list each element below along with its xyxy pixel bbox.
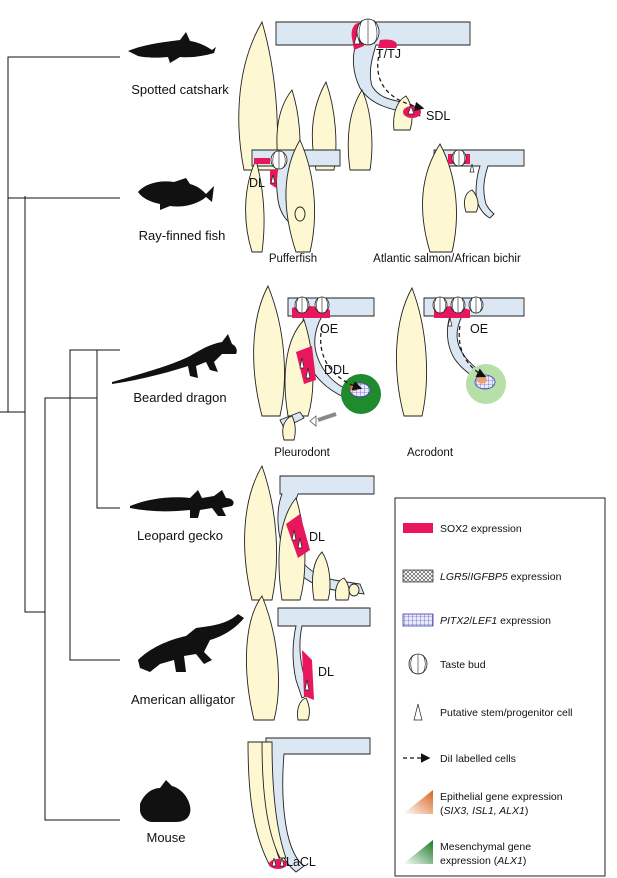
legend-sox2: SOX2 expression [440,523,522,535]
label-dl-fish: DL [249,176,265,190]
epithelial-gradient-icon [403,790,433,814]
stem-cell-icon [413,703,423,721]
gecko-row: Leopard gecko DL [130,464,375,601]
label-mouse: Mouse [146,830,185,845]
label-salmon-bichir: Atlantic salmon/African bichir [373,253,521,265]
lizard-silhouette [112,334,237,384]
fish-silhouette [138,178,214,210]
label-sdl: SDL [426,109,450,123]
mouse-incisor-inner [261,741,287,859]
shark-tooth-4 [347,89,373,171]
label-dl-gecko: DL [309,530,325,544]
pleurodont-tooth-2 [284,319,314,417]
label-leopard-gecko: Leopard gecko [137,528,223,543]
acrodont-tooth [395,286,427,417]
rayfinned-row: Ray-finned fish DL Pufferfish Atlantic s… [138,139,525,265]
salmon-tooth-2 [463,189,479,213]
label-oe-acrodont: OE [470,322,488,336]
label-acrodont: Acrodont [407,447,454,459]
puffer-taste-bud [270,150,288,170]
gecko-tooth-4 [335,577,350,601]
catshark-row: Spotted catshark T/TJ SDL [128,18,471,171]
legend-dil: DiI labelled cells [440,753,516,765]
alligator-epithelium [277,607,371,699]
legend: SOX2 expression LGR5/IGFBP5 expression P… [394,497,606,877]
label-bearded-dragon: Bearded dragon [133,390,226,405]
alligator-row: American alligator DL [131,595,371,721]
legend-epithelial-line2: (SIX3, ISL1, ALX1) [440,805,528,817]
shark-silhouette [128,32,216,63]
mouse-row: Mouse LaCL [140,737,371,873]
gecko-tooth-3 [311,551,331,601]
legend-pitx2-swatch [402,613,434,627]
label-ttj: T/TJ [376,47,401,61]
gecko-tooth-1 [244,464,277,601]
acrodont-taste-buds [432,296,484,314]
alligator-tooth [245,595,279,721]
taste-bud-icon [408,653,428,675]
phylogenetic-tree [0,56,120,821]
label-ddl: DDL [324,363,349,377]
puffer-tooth-1 [285,139,316,253]
label-oe-pleurodont: OE [320,322,338,336]
gecko-silhouette [130,490,234,518]
label-spotted-catshark: Spotted catshark [131,82,229,97]
shark-tooth-1 [238,20,278,171]
label-american-alligator: American alligator [131,692,236,707]
label-dl-alligator: DL [318,665,334,679]
pleurodont-tooth-1 [253,284,285,417]
legend-sox2-swatch [403,523,433,533]
alligator-silhouette [138,614,244,672]
mouse-silhouette [140,780,191,822]
dragon-row: Bearded dragon OE DDL Pleurodont [112,284,525,459]
legend-mesenchymal-line1: Mesenchymal gene [440,841,531,853]
shark-tooth-5 [393,95,413,131]
puffer-tooth-2 [245,158,265,253]
label-pufferfish: Pufferfish [269,253,317,265]
salmon-taste-bud [451,149,467,167]
mesenchymal-gradient-icon [403,840,433,864]
legend-mesenchymal-line2: expression (ALX1) [440,855,526,867]
label-rayfinned-fish: Ray-finned fish [139,228,226,243]
shark-taste-bud [356,18,380,46]
dragon-taste-buds [294,296,330,314]
legend-stem-cell: Putative stem/progenitor cell [440,707,572,719]
legend-lgr5-swatch [402,569,434,583]
label-lacl: LaCL [286,855,316,869]
legend-taste-bud: Taste bud [440,659,486,671]
legend-pitx2: PITX2/LEF1 expression [440,615,551,627]
legend-epithelial-line1: Epithelial gene expression [440,791,563,803]
label-pleurodont: Pleurodont [274,447,330,459]
legend-lgr5: LGR5/IGFBP5 expression [440,571,562,583]
salmon-tooth-1 [422,143,457,253]
salmon-epithelium [433,149,525,219]
